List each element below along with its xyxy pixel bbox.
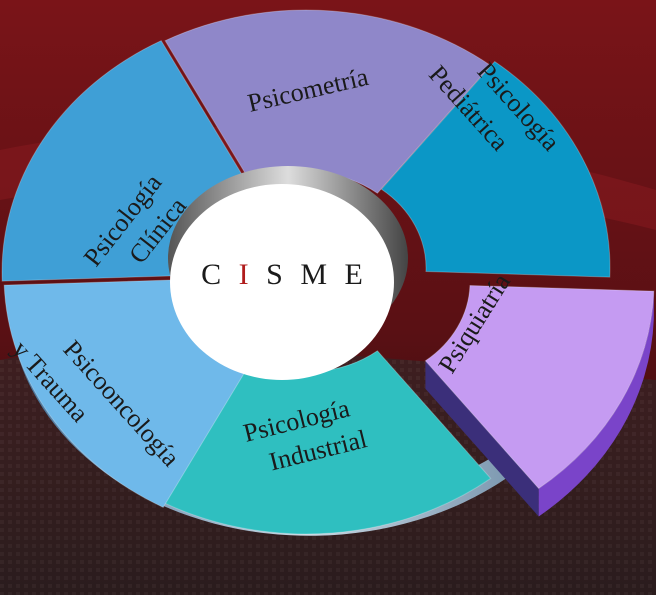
segment-psiquiatria-side	[425, 360, 539, 517]
segment-industrial	[164, 350, 492, 535]
segment-psiquiatria	[424, 284, 655, 490]
center-letter-e: E	[345, 258, 363, 291]
segment-pediatrica	[380, 60, 611, 278]
center-hole	[170, 184, 394, 380]
segments	[1, 9, 655, 535]
segment-psiquiatria-rim	[538, 291, 654, 517]
center-label: C I S M E	[201, 258, 363, 291]
center-letter-s: S	[266, 258, 283, 291]
center-letter-m: M	[300, 258, 327, 291]
center-letter-i: I	[239, 258, 249, 291]
center-letter-c: C	[201, 258, 221, 291]
